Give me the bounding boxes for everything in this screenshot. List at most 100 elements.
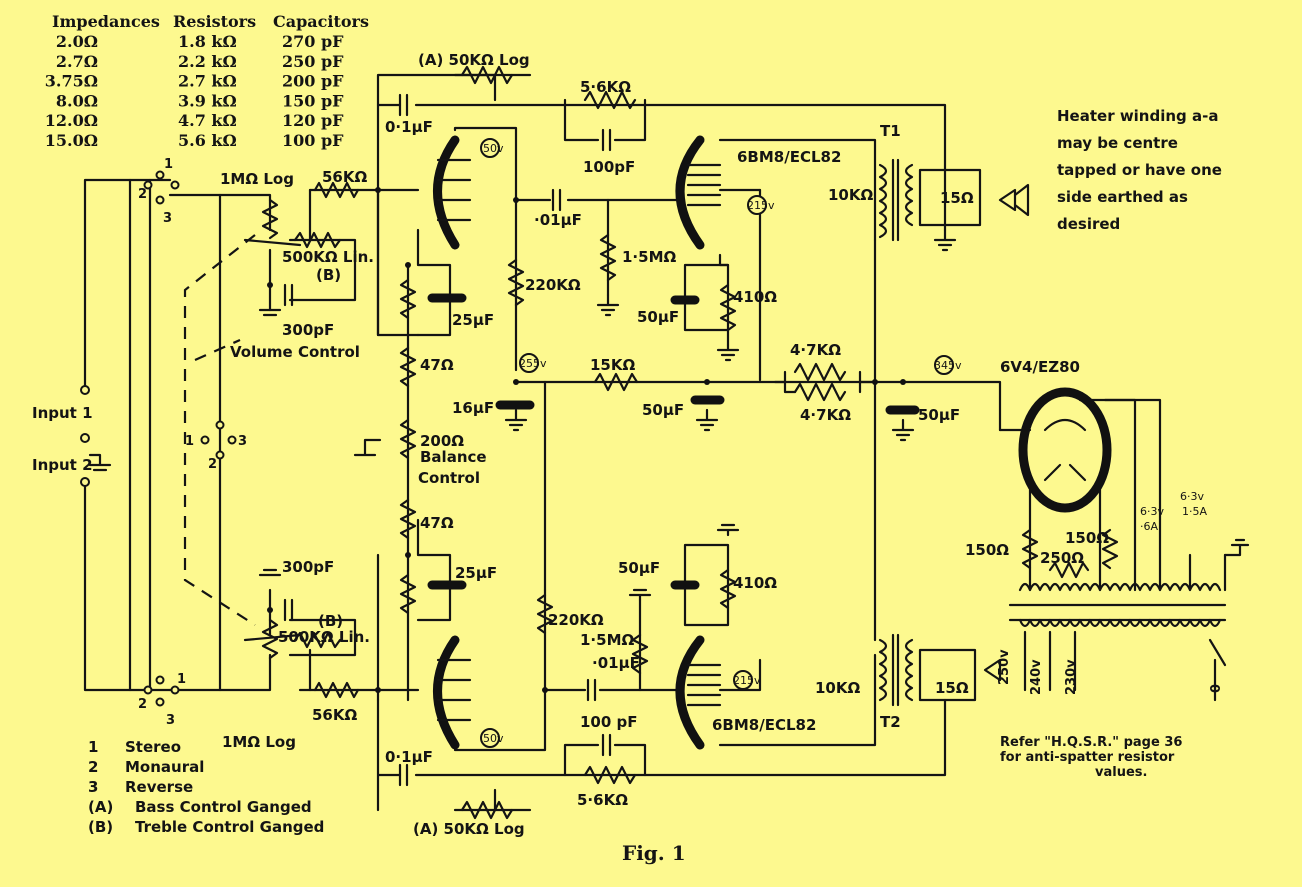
label-c100p-top: 100pF [583, 158, 635, 176]
label-spk-top: 15Ω [940, 189, 974, 207]
resistor-56k-bottom [313, 681, 360, 699]
table-cell: 100 pF [282, 131, 344, 150]
resistor-4k7-a [793, 362, 847, 382]
label-r47-top: 47Ω [420, 356, 454, 374]
resistor-5k6-top [583, 90, 637, 110]
capacitors [283, 93, 920, 787]
output-transformer-t1 [878, 158, 1030, 242]
label-b-bottom: (B) [318, 612, 343, 630]
resistors [243, 65, 1119, 820]
table-cell: 8.0Ω [56, 91, 98, 110]
table-cell: 12.0Ω [45, 111, 98, 130]
label-r47k-b: 4·7KΩ [800, 406, 851, 424]
svg-text:2: 2 [138, 697, 147, 712]
label-v-top: 50v [483, 142, 504, 155]
svg-text:1: 1 [185, 434, 194, 449]
svg-text:2: 2 [208, 457, 217, 472]
resistor-15k [593, 372, 639, 392]
switch-position-numbers: 1 2 3 1 3 2 1 2 3 [138, 157, 247, 728]
label-c01-top: 0·1μF [385, 118, 433, 136]
table-cell: 15.0Ω [45, 131, 98, 150]
table-cell: 4.7 kΩ [178, 111, 237, 130]
label-rect-tube: 6V4/EZ80 [1000, 358, 1080, 376]
legend-text: Monaural [125, 758, 204, 776]
label-v-mid2: 255v [519, 357, 547, 370]
legend-text: Reverse [125, 778, 193, 796]
legend-key: 1 [88, 738, 98, 756]
label-c001-bottom: ·01μF [592, 654, 640, 672]
label-c50-bottom: 50μF [618, 559, 660, 577]
label-c001-top: ·01μF [534, 211, 582, 229]
svg-text:3: 3 [166, 713, 175, 728]
tube-rectifier [519, 353, 1112, 513]
legend-key: (B) [88, 818, 113, 836]
svg-text:2: 2 [138, 187, 147, 202]
label-tap3: 230v [1064, 659, 1079, 695]
tube-pentode-bottom [675, 635, 753, 750]
ground-symbols [88, 228, 1250, 602]
refer-note-line: for anti-spatter resistor [1000, 750, 1175, 765]
refer-note-line: Refer "H.Q.S.R." page 36 [1000, 735, 1182, 750]
resistor-47-top [399, 346, 417, 388]
table-cell: 3.75Ω [45, 72, 98, 91]
label-c50-right: 50μF [918, 406, 960, 424]
label-heater2: 6·3v [1180, 490, 1204, 503]
table-cell: 1.8 kΩ [178, 32, 237, 51]
label-treble-bottom: 500KΩ Lin. [278, 628, 370, 646]
resistor-1m5-bottom [631, 633, 649, 675]
label-input1: Input 1 [32, 404, 93, 422]
label-treble-top: 500KΩ Lin. [282, 248, 374, 266]
output-transformer-t2 [878, 633, 1002, 707]
label-volume-control: Volume Control [230, 343, 360, 361]
label-b-top: (B) [316, 266, 341, 284]
label-c300-bottom: 300pF [282, 558, 334, 576]
label-r15k: 15KΩ [590, 356, 635, 374]
cap-01-top [398, 93, 409, 117]
cap-300-top [283, 283, 294, 307]
label-bass-bottom: (A) 50KΩ Log [413, 820, 525, 838]
label-heater1: 6·3v [1140, 505, 1164, 518]
label-r47k-a: 4·7KΩ [790, 341, 841, 359]
bass-pot-top [460, 65, 514, 85]
table-cell: 2.7Ω [56, 52, 98, 71]
label-t1: T1 [880, 122, 901, 140]
resistor-47-bottom [399, 498, 417, 540]
resistor-balance [399, 418, 417, 460]
label-r15m-top: 1·5MΩ [622, 248, 676, 266]
treble-pot-bottom [293, 631, 342, 649]
bass-pot-bottom [460, 800, 514, 820]
figure-caption: Fig. 1 [622, 841, 686, 865]
cap-001-bottom [586, 678, 597, 702]
label-v-mid1: 215v [747, 199, 775, 212]
label-r56k-in-top: 56KΩ [322, 168, 367, 186]
tube-pentode-top [675, 135, 767, 250]
resistor-5k6-bottom [583, 765, 637, 785]
label-tap0: 0 [1209, 684, 1224, 693]
label-r5k6-bottom: 5·6KΩ [577, 791, 628, 809]
heater-note-line: side earthed as [1057, 188, 1188, 206]
table-cell: 3.9 kΩ [178, 91, 237, 110]
label-c25-top: 25μF [452, 311, 494, 329]
label-r47-bottom: 47Ω [420, 514, 454, 532]
heater-note-line: desired [1057, 215, 1120, 233]
wiring [83, 73, 1227, 812]
table-cell: 120 pF [282, 111, 344, 130]
label-r15m-bottom: 1·5MΩ [580, 631, 634, 649]
cap-001-top [551, 188, 562, 212]
table-header-impedances: Impedances [52, 12, 160, 31]
cap-01-bottom [398, 763, 409, 787]
label-bass-top: (A) 50KΩ Log [418, 51, 530, 69]
label-r150-a: 150Ω [965, 541, 1009, 559]
resistor-410-bottom [719, 568, 737, 610]
legend-text: Bass Control Ganged [135, 798, 312, 816]
label-vol-top: 1MΩ Log [220, 170, 294, 188]
resistor-1m5-top [599, 233, 617, 282]
label-c01-bottom: 0·1μF [385, 748, 433, 766]
gang-dashed-lines [183, 234, 256, 626]
table-cell: 2.2 kΩ [178, 52, 237, 71]
label-vol-bottom: 1MΩ Log [222, 733, 296, 751]
table-cell: 5.6 kΩ [178, 131, 237, 150]
